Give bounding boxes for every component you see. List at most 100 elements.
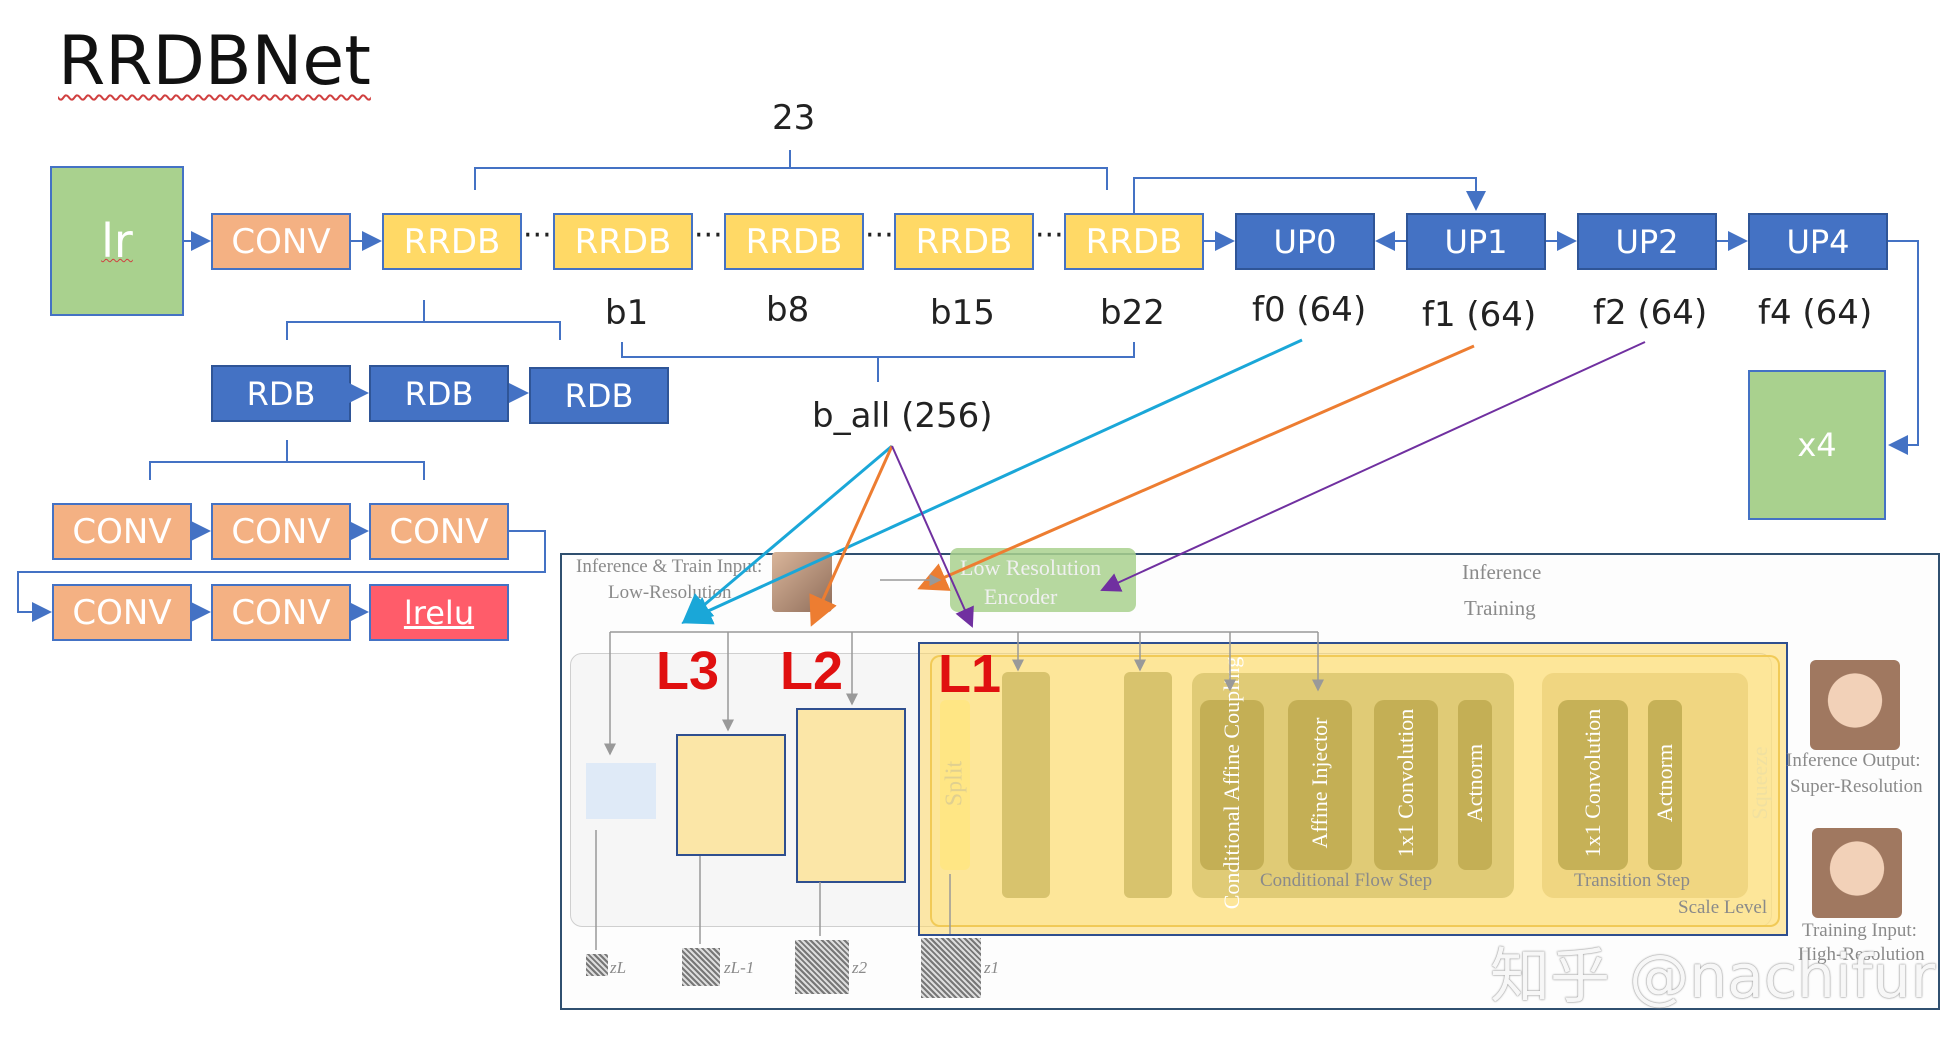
trans-conv-block — [1558, 700, 1628, 870]
paper-super-res-label: Super-Resolution — [1790, 776, 1923, 797]
watermark: 知乎 @nachifur — [1490, 942, 1936, 1012]
up1-box: UP1 — [1406, 213, 1546, 270]
rrdb-box-1: RRDB — [382, 213, 522, 270]
lrelu-box: lrelu — [369, 584, 509, 641]
up4-box: UP4 — [1748, 213, 1888, 270]
paper-trans-conv-label: 1x1 Convolution — [1580, 708, 1605, 858]
paper-actnorm-label: Actnorm — [1462, 743, 1487, 823]
b-all-label: b_all (256) — [812, 396, 993, 436]
ellipsis: ··· — [865, 218, 894, 253]
rrdb-label: RRDB — [574, 221, 672, 262]
rrdb-box-3: RRDB — [724, 213, 864, 270]
conv-label: CONV — [231, 592, 331, 633]
up2-label: UP2 — [1615, 222, 1679, 261]
feature-label-f0: f0 (64) — [1252, 290, 1367, 330]
paper-low-res-label: Low-Resolution — [608, 582, 732, 603]
rrdb-box-4: RRDB — [894, 213, 1034, 270]
split-block — [940, 700, 970, 870]
main-conv-box: CONV — [211, 213, 351, 270]
paper-training-input-label: Training Input: — [1802, 920, 1917, 941]
paper-cond-coupling-label: Conditional Affine Coupling — [1219, 656, 1244, 910]
conv-box: CONV — [369, 503, 509, 560]
paper-high-res-label: High-Resolution — [1798, 944, 1925, 965]
paper-mode-inference: Inference — [1462, 560, 1542, 584]
rrdb-label: RRDB — [403, 221, 501, 262]
level-label-l2: L2 — [780, 641, 844, 701]
block-label-b15: b15 — [930, 293, 995, 333]
feature-label-f2: f2 (64) — [1593, 293, 1708, 333]
actnorm-block — [1458, 700, 1492, 870]
rdb-label: RDB — [404, 374, 474, 413]
rdb-label: RDB — [564, 376, 634, 415]
rrdb-label: RRDB — [1085, 221, 1183, 262]
conv-label: CONV — [231, 511, 331, 552]
rdb-box-3: RDB — [529, 367, 669, 424]
rrdb-label: RRDB — [745, 221, 843, 262]
flow-stack-2 — [1124, 672, 1172, 898]
up4-label: UP4 — [1786, 222, 1850, 261]
block-label-b22: b22 — [1100, 293, 1165, 333]
rrdb-label: RRDB — [915, 221, 1013, 262]
rdb-label: RDB — [246, 374, 316, 413]
affine-injector-block — [1288, 700, 1352, 870]
rdb-box-1: RDB — [211, 365, 351, 422]
noise-zl — [586, 954, 608, 976]
conv-box: CONV — [211, 584, 351, 641]
block-label-b1: b1 — [605, 293, 649, 333]
paper-z-label: z1 — [984, 958, 1000, 977]
cond-coupling-block — [1200, 700, 1264, 870]
conv-label: CONV — [72, 511, 172, 552]
main-conv-label: CONV — [231, 221, 331, 262]
paper-z-label: z2 — [852, 958, 868, 977]
page-title: RRDBNet — [58, 22, 371, 101]
paper-encoder-label: Low Resolution — [960, 555, 1102, 580]
conv-box: CONV — [52, 584, 192, 641]
noise-z1 — [921, 938, 981, 998]
paper-z-label: zL-1 — [724, 958, 755, 977]
conv1x1-block — [1374, 700, 1438, 870]
rdb-box-2: RDB — [369, 365, 509, 422]
rrdb-box-5: RRDB — [1064, 213, 1204, 270]
output-x4-label: x4 — [1797, 426, 1837, 464]
level-label-l1: L1 — [938, 644, 1002, 704]
input-lr-label: lr — [101, 214, 133, 268]
rrdb-box-2: RRDB — [553, 213, 693, 270]
paper-inference-output-label: Inference Output: — [1786, 750, 1921, 771]
noise-z2 — [795, 940, 849, 994]
paper-z-label: zL — [610, 958, 627, 977]
paper-squeeze-label: Squeeze — [1747, 746, 1772, 820]
level-box-l2 — [796, 708, 906, 883]
input-lr-box: lr — [50, 166, 184, 316]
paper-scale-level-label: Scale Level — [1678, 897, 1768, 918]
up0-box: UP0 — [1235, 213, 1375, 270]
lr-input-image — [772, 552, 832, 612]
hr-training-image — [1812, 828, 1902, 918]
paper-affine-injector-label: Affine Injector — [1307, 717, 1332, 849]
paper-encoder-label-2: Encoder — [984, 584, 1058, 609]
up0-label: UP0 — [1273, 222, 1337, 261]
conv-box: CONV — [211, 503, 351, 560]
conv-label: CONV — [72, 592, 172, 633]
paper-split-label: Split — [941, 760, 968, 807]
feature-label-f4: f4 (64) — [1758, 293, 1873, 333]
paper-trans-actnorm-label: Actnorm — [1652, 743, 1677, 823]
block-label-b8: b8 — [766, 290, 810, 330]
ellipsis: ··· — [1035, 218, 1064, 253]
paper-conv1x1-label: 1x1 Convolution — [1393, 708, 1418, 858]
output-x4-box: x4 — [1748, 370, 1886, 520]
trans-actnorm-block — [1648, 700, 1682, 870]
lrelu-label: lrelu — [403, 593, 475, 632]
ellipsis: ··· — [523, 218, 552, 253]
sr-output-image — [1810, 660, 1900, 750]
paper-mode-training: Training — [1464, 596, 1536, 620]
paper-inference-input-label: Inference & Train Input: — [576, 556, 763, 577]
level-box-l3 — [676, 734, 786, 856]
conv-label: CONV — [389, 511, 489, 552]
flow-stack-1 — [1002, 672, 1050, 898]
count-label: 23 — [772, 98, 816, 138]
level-box-lowest — [586, 763, 656, 819]
up2-box: UP2 — [1577, 213, 1717, 270]
noise-zl-1 — [682, 948, 720, 986]
up1-label: UP1 — [1444, 222, 1508, 261]
ellipsis: ··· — [694, 218, 723, 253]
